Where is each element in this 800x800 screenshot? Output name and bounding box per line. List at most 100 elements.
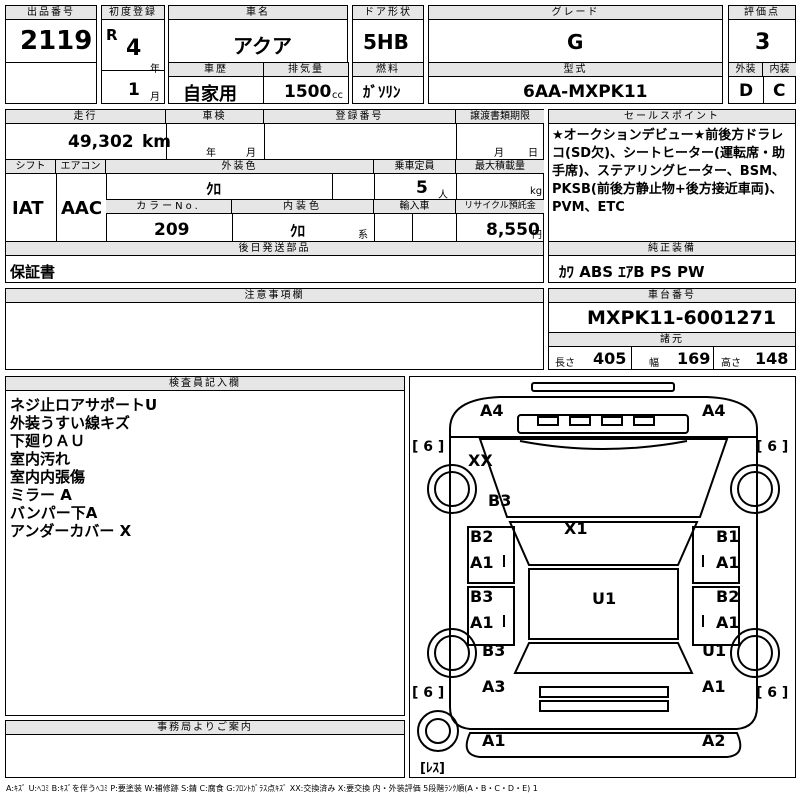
displacement-unit: cc <box>332 90 343 101</box>
mark-b2-right: B2 <box>716 587 740 606</box>
transfer-day-unit: 日 <box>528 148 538 159</box>
mark-a3: A3 <box>482 677 506 696</box>
reg-month: 1 <box>128 80 140 100</box>
score-label: 評価点 <box>729 6 795 20</box>
lot-blank-box <box>5 62 97 104</box>
details-block: 走行 車検 登録番号 譲渡書類期限 49,302 km 年 月 月 日 シフト … <box>5 109 544 243</box>
length: 405 <box>593 349 627 368</box>
displacement-box: 排気量 1500 cc <box>263 62 349 104</box>
intcolor: ｸﾛ <box>290 222 306 240</box>
load-unit: kg <box>530 186 543 197</box>
capacity-unit: 人 <box>438 190 448 201</box>
history-box: 車歴 自家用 <box>168 62 264 105</box>
score: 3 <box>755 30 771 55</box>
tire-front-left: [ 6 ] <box>412 439 445 455</box>
mileage-unit: km <box>142 132 172 152</box>
transfer-label: 譲渡書類期限 <box>456 110 544 124</box>
caution-label: 注意事項欄 <box>6 289 543 303</box>
spec-label: 諸元 <box>549 332 795 347</box>
shaken-label: 車検 <box>166 110 264 124</box>
score-box: 評価点 3 <box>728 5 796 63</box>
mark-a1-bottom-left: A1 <box>482 731 506 750</box>
lot-number: 2119 <box>20 26 93 56</box>
note-line: 室内内張傷 <box>10 468 86 486</box>
mark-a1-right-3: A1 <box>702 677 726 696</box>
car-name: アクア <box>233 34 292 58</box>
height: 148 <box>755 349 789 368</box>
tire-rear-right: [ 6 ] <box>756 685 789 701</box>
caution-box: 注意事項欄 <box>5 288 544 370</box>
mark-a1-right-1: A1 <box>716 553 740 572</box>
color-label: 外装色 <box>106 160 374 174</box>
reg-month-unit: 月 <box>150 92 160 103</box>
note-line: ミラー A <box>10 486 72 504</box>
model-box: 型式 6AA-MXPK11 <box>428 62 723 104</box>
mark-b1-right: B1 <box>716 527 740 546</box>
inspector-notes: ネジ止ロアサポートU 外装うすい線キズ 下廻りＡＵ 室内汚れ 室内内張傷 ミラー… <box>10 396 157 540</box>
shift: IAT <box>12 198 44 219</box>
shaken-month-unit: 月 <box>246 148 256 159</box>
mark-a2-bottom-right: A2 <box>702 731 726 750</box>
chassis-box: 車台番号 MXPK11-6001271 諸元 長さ 405 幅 169 高さ 1… <box>548 288 796 370</box>
grade-label: グレード <box>429 6 722 20</box>
note-line: 室内汚れ <box>10 450 71 468</box>
int-label: 内装 <box>763 63 796 77</box>
equipment-box: 純正装備 ｶﾜ ABS ｴｱB PS PW <box>548 241 796 283</box>
era: R <box>106 26 118 44</box>
recycle-label: リサイクル預託金 <box>456 200 544 214</box>
mark-a4-right: A4 <box>702 401 726 420</box>
car-diagram-box: A4 A4 [ 6 ] [ 6 ] XX B3 X1 B2 A1 B1 A1 B… <box>409 376 796 778</box>
fuel-label: 燃料 <box>353 63 423 77</box>
later-parts-box: 後日発送部品 保証書 <box>5 241 544 283</box>
colorno-label: カラーNo. <box>106 200 232 214</box>
history-label: 車歴 <box>169 63 263 77</box>
sales-point-box: セールスポイント ★オークションデビュー★前後方ドラレコ(SD欠)、シートヒータ… <box>548 109 796 242</box>
lot-label: 出品番号 <box>6 6 96 20</box>
mark-x1: X1 <box>564 519 588 538</box>
import-label: 輸入車 <box>374 200 456 214</box>
mark-a4-left: A4 <box>480 401 504 420</box>
car-outline-diagram <box>417 382 780 758</box>
reg-year-unit: 年 <box>150 64 160 75</box>
inspector-label: 検査員記入欄 <box>6 377 404 391</box>
first-registration-box: 初度登録 R 4 年 1 月 <box>101 5 165 104</box>
mark-a1-left-2: A1 <box>470 613 494 632</box>
inspector-box: 検査員記入欄 ネジ止ロアサポートU 外装うすい線キズ 下廻りＡＵ 室内汚れ 室内… <box>5 376 405 716</box>
door-box: ドア形状 5HB <box>352 5 424 63</box>
car-name-box: 車名 アクア <box>168 5 348 63</box>
equipment-label: 純正装備 <box>549 242 795 256</box>
note-line: ネジ止ロアサポートU <box>10 396 158 414</box>
spare-tire-mark: [ﾚｽ] <box>420 761 445 776</box>
mark-b3-left-2: B3 <box>470 587 494 606</box>
office-notice-label: 事務局よりご案内 <box>6 721 404 735</box>
mileage-label: 走行 <box>6 110 166 124</box>
grade: G <box>567 30 584 54</box>
later-parts-text: 保証書 <box>10 263 56 281</box>
lot-number-box: 出品番号 2119 <box>5 5 97 63</box>
model-label: 型式 <box>429 63 722 77</box>
fuel-box: 燃料 ｶﾞｿﾘﾝ <box>352 62 424 104</box>
grade-box: グレード G <box>428 5 723 63</box>
fuel: ｶﾞｿﾘﾝ <box>363 83 401 101</box>
first-registration-label: 初度登録 <box>102 6 164 20</box>
regno-label: 登録番号 <box>264 110 456 124</box>
displacement: 1500 <box>284 82 332 102</box>
ext-label: 外装 <box>729 63 763 77</box>
sales-point-label: セールスポイント <box>549 110 795 124</box>
mark-b3-left-3: B3 <box>482 641 506 660</box>
shaken-year-unit: 年 <box>206 148 216 159</box>
mark-b2-left: B2 <box>470 527 494 546</box>
recycle-unit: 円 <box>532 230 542 241</box>
shift-label: シフト <box>6 160 56 174</box>
history: 自家用 <box>183 84 237 105</box>
reg-year: 4 <box>126 36 142 61</box>
capacity: 5 <box>416 178 428 198</box>
model: 6AA-MXPK11 <box>523 82 648 102</box>
equipment-text: ｶﾜ ABS ｴｱB PS PW <box>559 263 705 281</box>
colorno: 209 <box>154 220 190 240</box>
mark-a1-right-2: A1 <box>716 613 740 632</box>
sales-point-text: ★オークションデビュー★前後方ドラレコ(SD欠)、シートヒーター(運転席・助手席… <box>552 128 786 215</box>
door-type: 5HB <box>363 30 409 54</box>
ext-int-box: 外装 内装 D C <box>728 62 796 104</box>
load-label: 最大積載量 <box>456 160 544 174</box>
